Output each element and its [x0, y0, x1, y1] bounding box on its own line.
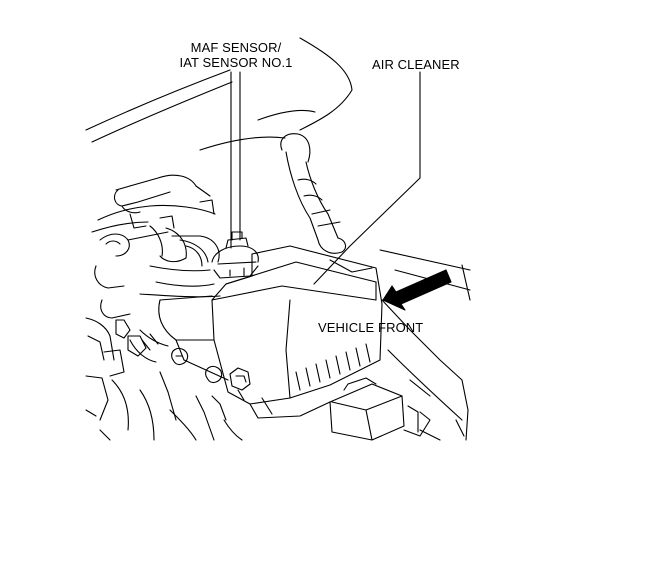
maf-sensor-connector	[211, 231, 259, 279]
hood-outline	[85, 37, 471, 301]
leader-lines	[230, 71, 421, 285]
battery-box	[329, 299, 469, 441]
maf-sensor-label-line1: MAF SENSOR/	[190, 40, 282, 55]
vehicle-front-label: VEHICLE FRONT	[318, 320, 424, 335]
intake-duct	[91, 174, 221, 319]
vehicle-front-arrow	[382, 269, 452, 311]
maf-sensor-label-line2: IAT SENSOR NO.1	[179, 55, 293, 70]
air-cleaner-leader-line	[313, 71, 421, 285]
vehicle-front-arrow-group	[382, 269, 452, 311]
radiator-hose	[280, 133, 373, 273]
air-cleaner-housing	[158, 245, 383, 419]
engine-left-parts	[85, 317, 243, 441]
air-cleaner-label: AIR CLEANER	[372, 57, 460, 72]
bracket-and-bolts	[129, 329, 251, 441]
maf-sensor-label: MAF SENSOR/ IAT SENSOR NO.1	[165, 40, 307, 70]
